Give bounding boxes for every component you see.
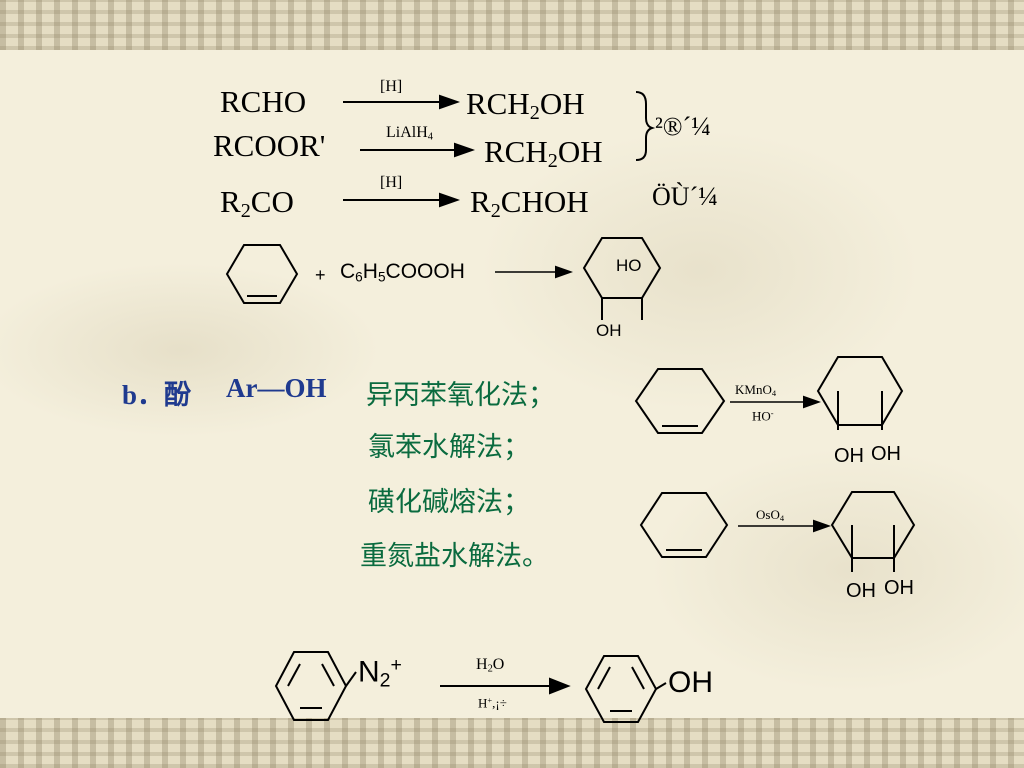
phenol-method-4: 重氮盐水解法。	[360, 541, 549, 572]
arrowhead-r3	[439, 192, 461, 208]
cyclohexene-2-icon	[634, 368, 726, 434]
oso4-oh2: OH	[884, 577, 914, 599]
diazo-n2-plus: N2+	[358, 654, 402, 692]
cyclohexanediol-1-icon	[816, 356, 904, 430]
arrowhead-epox	[555, 265, 573, 279]
r2-reagent: LiAlH4	[386, 124, 433, 143]
r3-reactant: R2CO	[220, 184, 294, 223]
phenol-ar-oh: Ar—OH	[226, 373, 327, 403]
kmno4-below: HO-	[752, 408, 774, 424]
bottom-decorative-border	[0, 718, 1024, 768]
phenol-method-1: 异丙苯氧化法；	[366, 380, 555, 411]
epox-reagent: C6H5COOOH	[340, 260, 465, 285]
cyclohexene-3-icon	[639, 492, 729, 558]
r1-reagent: [H]	[380, 78, 403, 95]
arrowhead-diazo	[549, 677, 571, 695]
cyclohexanediol-2-icon	[830, 491, 916, 572]
r3-product: R2CHOH	[470, 184, 589, 223]
epox-ho: HO	[616, 256, 642, 275]
kmno4-reagent: KMnO4	[735, 382, 777, 399]
phenol-b-label: b．酚	[122, 380, 192, 410]
r1-product: RCH2OH	[466, 86, 585, 125]
arrowhead-oso4	[813, 519, 831, 533]
r3-label: ÖÙ´¼	[652, 182, 718, 211]
kmno4-oh2: OH	[871, 443, 901, 465]
arrowhead-kmno4	[803, 395, 821, 409]
r2-reactant: RCOOR'	[213, 128, 326, 163]
r2-product: RCH2OH	[484, 134, 603, 173]
phenol-method-3: 磺化碱熔法；	[368, 487, 530, 518]
benzene-ring-1-icon	[274, 651, 357, 721]
diazo-below: H+,¡÷	[478, 695, 507, 711]
diazo-reagent: H2O	[476, 656, 505, 675]
phenol-method-2: 氯苯水解法；	[368, 432, 530, 463]
epox-plus: +	[315, 265, 326, 285]
arrowhead-r1	[439, 94, 461, 110]
oso4-reagent: OsO4	[756, 507, 785, 524]
bracket-label: ²®´¼	[655, 112, 711, 141]
bracket-icon	[635, 91, 656, 161]
benzene-ring-2-icon	[584, 655, 667, 723]
arrowhead-r2	[454, 142, 476, 158]
kmno4-oh1: OH	[834, 445, 864, 467]
background-ink-art	[0, 50, 1024, 718]
oso4-oh1: OH	[846, 580, 876, 602]
phenol-product-oh: OH	[668, 666, 713, 699]
cyclohexene-1-icon	[225, 244, 299, 304]
r3-reagent: [H]	[380, 174, 403, 191]
r1-reactant: RCHO	[220, 84, 307, 119]
cyclohexane-epox-product-icon	[582, 237, 662, 320]
epox-oh: OH	[596, 321, 622, 340]
top-decorative-border	[0, 0, 1024, 50]
